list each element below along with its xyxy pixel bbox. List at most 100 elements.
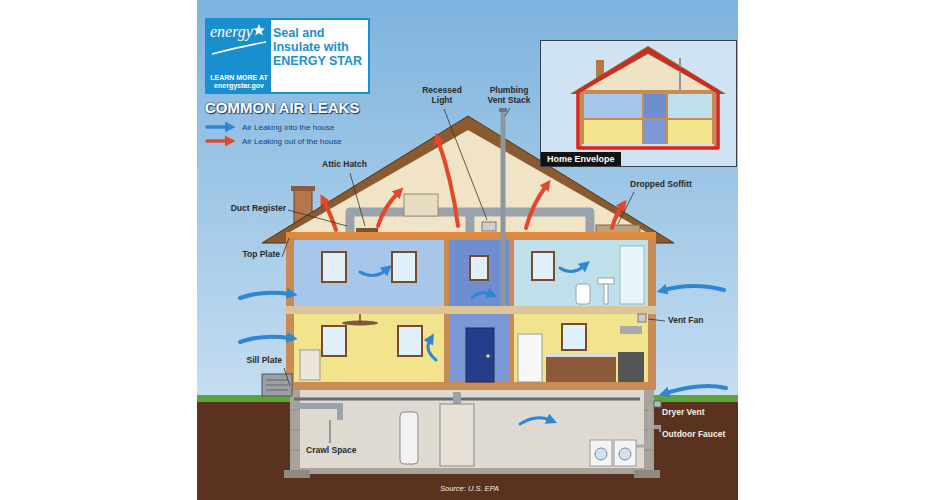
legend-arrow [207, 139, 228, 143]
callout-label: Plumbing Vent Stack [482, 86, 536, 106]
furnishings [342, 321, 378, 326]
air-leak-in-arrow [666, 386, 726, 393]
door [486, 354, 490, 358]
air-leak-in-arrow [428, 340, 436, 360]
diagram-title: COMMON AIR LEAKS [205, 99, 359, 116]
leader-line [282, 108, 665, 443]
chimney [291, 186, 315, 191]
ac-unit [266, 390, 288, 391]
window [470, 256, 488, 280]
air-leak-out-arrow [324, 201, 336, 230]
inset-house [540, 40, 737, 166]
exterior-fixtures [654, 401, 661, 432]
house-walls [286, 382, 656, 390]
leader-line [657, 431, 659, 435]
sky-background [197, 0, 738, 500]
inset-house [570, 46, 726, 94]
attic-ducts [350, 212, 590, 232]
window [562, 324, 586, 350]
house-walls [286, 232, 656, 238]
logo-heading: Seal and Insulate with ENERGY STAR [273, 26, 366, 68]
legend-arrow [207, 125, 228, 129]
air-leak-in-arrow [360, 270, 386, 276]
foundation [290, 450, 300, 451]
furnishings [638, 314, 646, 322]
exterior-fixtures [654, 401, 661, 407]
window [322, 252, 346, 282]
inset-house [644, 120, 666, 144]
leader-line [330, 420, 331, 443]
ground [197, 400, 738, 500]
callout-label: Duct Register [231, 204, 286, 214]
air-leak-in-arrow [472, 293, 490, 298]
furnishings [620, 326, 642, 334]
callout-label: Outdoor Faucet [662, 430, 725, 440]
inset-house [644, 94, 666, 118]
furnishings [618, 352, 644, 382]
basement-equipment [636, 404, 650, 446]
logo-url: LEARN MORE AT energystar.gov [207, 74, 271, 91]
house-walls [449, 240, 509, 306]
leader-line [618, 192, 634, 224]
leader-line [288, 210, 347, 226]
callout-label: Crawl Space [306, 446, 357, 456]
sky-background [197, 0, 738, 500]
foundation [300, 390, 644, 468]
air-leak-out-arrow [378, 193, 398, 226]
furnishings [546, 353, 616, 357]
callout-label: Dryer Vent [662, 408, 705, 418]
furnishings [300, 350, 320, 380]
inset-house [584, 120, 642, 144]
basement-equipment [619, 448, 631, 460]
inset-panel: Home Envelope [540, 40, 737, 167]
basement-equipment [590, 440, 612, 466]
air-leak-out-arrow [526, 186, 546, 228]
callout-label: Sill Plate [247, 356, 282, 366]
ac-unit [266, 385, 288, 386]
legend-arrow [205, 136, 239, 146]
basement-equipment [595, 448, 607, 460]
window [392, 252, 416, 282]
inset-house [584, 54, 712, 90]
air-leak-in-arrow [240, 293, 290, 298]
house-walls [286, 232, 656, 390]
house-walls [514, 240, 648, 306]
ground [197, 395, 738, 500]
legend-item: Air Leaking out of the house [205, 136, 342, 146]
source-note: Source: U.S. EPA [440, 485, 499, 494]
leader-line [350, 173, 365, 226]
leader-line [444, 109, 487, 220]
attic-ducts [350, 194, 640, 233]
leader-line [282, 238, 289, 257]
roof [262, 116, 674, 243]
house-walls [514, 314, 648, 382]
roof [262, 116, 674, 243]
logo-background [253, 24, 265, 36]
air-leak-in-arrow [560, 266, 584, 272]
inset-house [580, 90, 716, 148]
air-leak-in-arrow [240, 337, 290, 342]
window [322, 252, 586, 356]
house-walls [286, 306, 656, 314]
window [398, 326, 422, 356]
inset-house [578, 50, 718, 148]
attic-ducts [596, 225, 640, 233]
leader-line [284, 368, 290, 386]
logo-background [212, 42, 266, 54]
plumbing-vent-stack [499, 108, 507, 112]
door [466, 328, 494, 382]
foundation [634, 470, 660, 478]
foundation [290, 390, 654, 474]
foundation [290, 410, 300, 411]
air-leak-in-arrow [520, 418, 550, 424]
foundation [284, 390, 660, 478]
callout-label: Dropped Soffitt [630, 180, 692, 190]
plumbing-vent-stack [501, 110, 506, 306]
furnishings [576, 284, 590, 304]
furnishings [518, 334, 542, 382]
logo-badge: energySeal and Insulate with ENERGY STAR… [205, 18, 370, 94]
house-walls [294, 240, 444, 306]
window [322, 326, 346, 356]
